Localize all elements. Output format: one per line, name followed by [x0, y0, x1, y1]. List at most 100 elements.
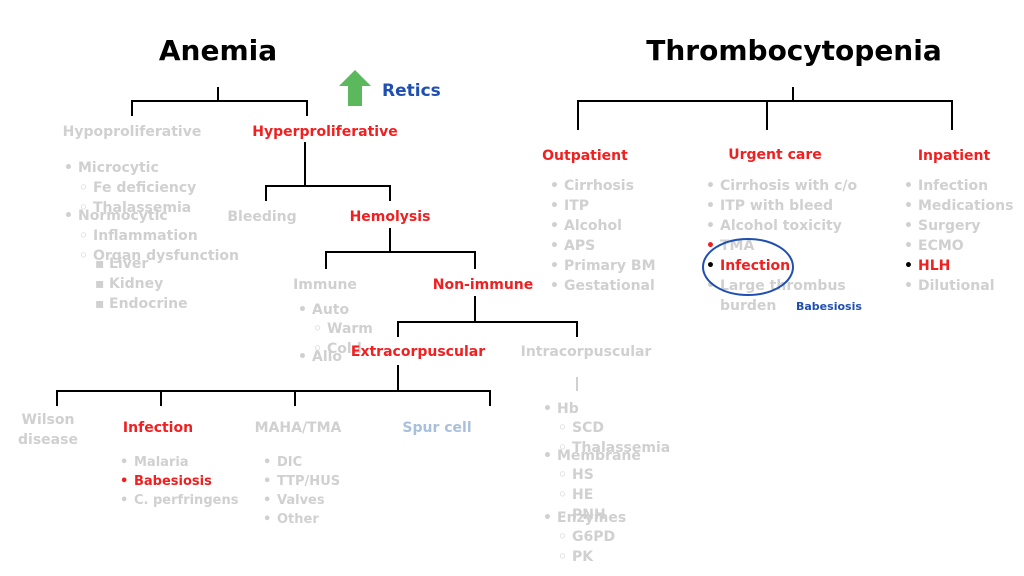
list-item: Surgery — [902, 216, 1013, 236]
list-item: ITP with bleed — [704, 196, 857, 216]
connector — [397, 321, 578, 323]
list-item: G6PD — [556, 527, 615, 547]
anemia-title: Anemia — [158, 34, 278, 67]
immune-list-2: Allo — [296, 347, 342, 367]
connector — [397, 321, 399, 337]
intracorpuscular-list-2: Membrane — [541, 446, 641, 466]
connector — [474, 251, 476, 269]
list-item: Kidney — [93, 274, 188, 294]
extracorpuscular-label: Extracorpuscular — [350, 344, 486, 360]
connector — [951, 100, 953, 130]
list-item: Allo — [296, 347, 342, 367]
connector — [576, 377, 578, 391]
list-item: Dilutional — [902, 276, 1013, 296]
hypoproliferative-label: Hypoproliferative — [62, 124, 202, 140]
inpatient-list: Infection Medications Surgery ECMO HLH D… — [902, 176, 1013, 296]
intracorpuscular-list-3: Enzymes — [541, 508, 626, 528]
hypoproliferative-list-2: Normocytic — [62, 206, 168, 226]
list-item: DIC — [261, 453, 340, 472]
list-item: C. perfringens — [118, 491, 238, 510]
list-item: Cirrhosis — [548, 176, 656, 196]
connector — [56, 390, 491, 392]
connector — [217, 87, 219, 101]
list-item: Alcohol — [548, 216, 656, 236]
connector — [325, 251, 476, 253]
list-item: HS — [556, 465, 606, 485]
list-item: Medications — [902, 196, 1013, 216]
connector — [56, 390, 58, 406]
list-item: Babesiosis — [118, 472, 238, 491]
hemolysis-label: Hemolysis — [349, 209, 431, 225]
thrombocytopenia-title: Thrombocytopenia — [646, 34, 942, 67]
list-item: Infection — [902, 176, 1013, 196]
list-item: Infection — [704, 256, 857, 276]
list-item: Liver — [93, 254, 188, 274]
intracorpuscular-list: Hb — [541, 399, 579, 419]
list-item: Inflammation — [77, 226, 239, 246]
list-item: Gestational — [548, 276, 656, 296]
connector — [766, 100, 768, 130]
list-item: Alcohol toxicity — [704, 216, 857, 236]
connector — [265, 185, 391, 187]
maha-tma-label: MAHA/TMA — [254, 420, 342, 436]
list-item: Fe deficiency — [77, 178, 196, 198]
list-item: PK — [556, 547, 615, 567]
list-item: ECMO — [902, 236, 1013, 256]
connector — [577, 100, 579, 130]
infection-label: Infection — [122, 420, 194, 436]
list-item: Normocytic — [62, 206, 168, 226]
list-item: SCD — [556, 418, 670, 438]
connector — [160, 390, 162, 406]
connector — [389, 228, 391, 252]
list-item: Hb — [541, 399, 579, 419]
connector — [474, 296, 476, 322]
list-item: HLH — [902, 256, 1013, 276]
immune-label: Immune — [293, 277, 357, 293]
wilson-line-2: disease — [18, 432, 78, 448]
list-item: Valves — [261, 491, 340, 510]
list-item: Microcytic — [62, 158, 159, 178]
connector — [265, 185, 267, 201]
list-item: Enzymes — [541, 508, 626, 528]
infection-list: Malaria Babesiosis C. perfringens — [118, 453, 238, 510]
list-item: burden — [704, 296, 857, 316]
wilson-line-1: Wilson — [21, 412, 75, 428]
connector — [792, 87, 794, 101]
hypoproliferative-list: Microcytic — [62, 158, 159, 178]
connector — [577, 100, 953, 102]
connector — [576, 321, 578, 337]
inpatient-label: Inpatient — [917, 148, 991, 164]
connector — [131, 100, 133, 116]
list-item: TTP/HUS — [261, 472, 340, 491]
list-item: ITP — [548, 196, 656, 216]
connector — [325, 251, 327, 269]
connector — [397, 365, 399, 391]
list-item-text: burden — [720, 298, 777, 314]
enzymes-sublist: G6PD PK — [556, 527, 615, 567]
organ-sublist: Liver Kidney Endocrine — [93, 254, 188, 314]
list-item: Warm — [311, 319, 373, 339]
connector — [389, 185, 391, 201]
intracorpuscular-label: Intracorpuscular — [520, 344, 652, 360]
list-item: Auto — [296, 300, 349, 320]
list-item: Membrane — [541, 446, 641, 466]
list-item: Primary BM — [548, 256, 656, 276]
maha-list: DIC TTP/HUS Valves Other — [261, 453, 340, 529]
list-item: Endocrine — [93, 294, 188, 314]
immune-list: Auto — [296, 300, 349, 320]
connector — [294, 390, 296, 406]
up-arrow-icon — [339, 70, 371, 106]
spur-cell-label: Spur cell — [402, 420, 472, 436]
outpatient-label: Outpatient — [542, 148, 628, 164]
wilson-disease-label: Wilson disease — [18, 410, 78, 450]
outpatient-list: Cirrhosis ITP Alcohol APS Primary BM Ges… — [548, 176, 656, 296]
list-item: Malaria — [118, 453, 238, 472]
babesiosis-annotation: Babesiosis — [796, 300, 862, 313]
connector — [306, 100, 308, 116]
annotation-circle-icon — [702, 238, 794, 296]
list-item: Cirrhosis with c/o — [704, 176, 857, 196]
list-item: Large thrombus — [704, 276, 857, 296]
retics-label: Retics — [382, 81, 441, 101]
list-item: HE — [556, 485, 606, 505]
hyperproliferative-label: Hyperproliferative — [252, 124, 398, 140]
